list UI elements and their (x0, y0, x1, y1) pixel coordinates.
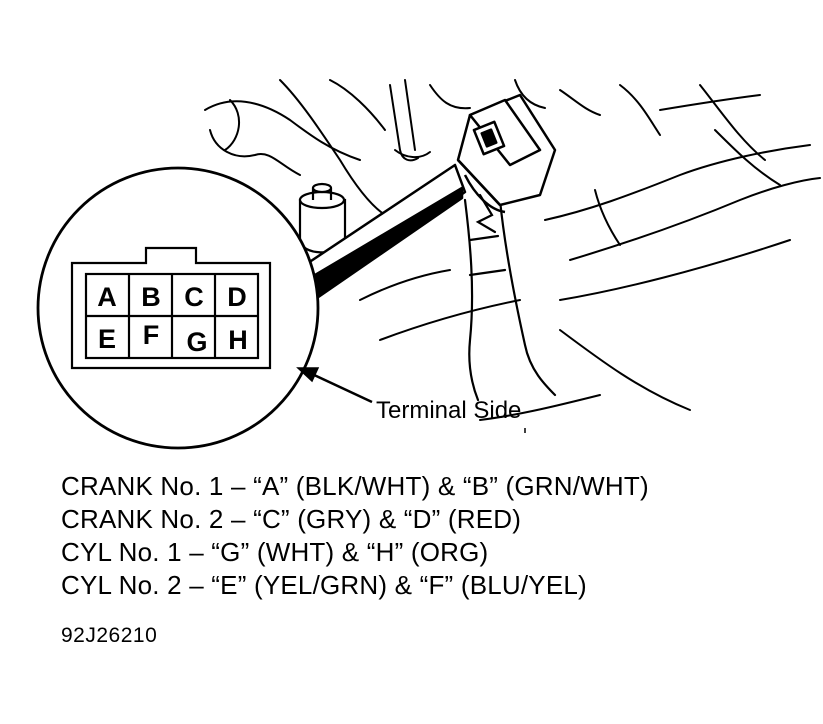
pin-a-label: A (97, 282, 117, 312)
pin-g-label: G (186, 327, 207, 357)
figure-id: 92J26210 (61, 624, 158, 647)
legend-line-cyl-1: CYL No. 1 – “G” (WHT) & “H” (ORG) (61, 537, 489, 567)
wiring-harness (463, 193, 557, 402)
legend-line-crank-1: CRANK No. 1 – “A” (BLK/WHT) & “B” (GRN/W… (61, 471, 649, 501)
bolt-boss (298, 182, 347, 254)
pin-f-label: F (143, 320, 160, 350)
pin-c-label: C (184, 282, 204, 312)
legend-line-cyl-2: CYL No. 2 – “E” (YEL/GRN) & “F” (BLU/YEL… (61, 570, 587, 600)
pin-d-label: D (227, 282, 247, 312)
callout-arrow (296, 367, 373, 404)
terminal-side-label: Terminal Side (376, 397, 521, 424)
engine-background-sketch (204, 79, 821, 421)
connector-face (70, 246, 272, 370)
zoom-wedge (303, 163, 467, 302)
pin-h-label: H (228, 325, 248, 355)
legend-line-crank-2: CRANK No. 2 – “C” (GRY) & “D” (RED) (61, 504, 522, 534)
pin-labels: A B C D E F G H (97, 282, 248, 357)
pin-e-label: E (98, 324, 116, 354)
pin-b-label: B (141, 282, 161, 312)
sensor-connector (456, 93, 557, 214)
wire-color-legend: CRANK No. 1 – “A” (BLK/WHT) & “B” (GRN/W… (61, 470, 811, 602)
